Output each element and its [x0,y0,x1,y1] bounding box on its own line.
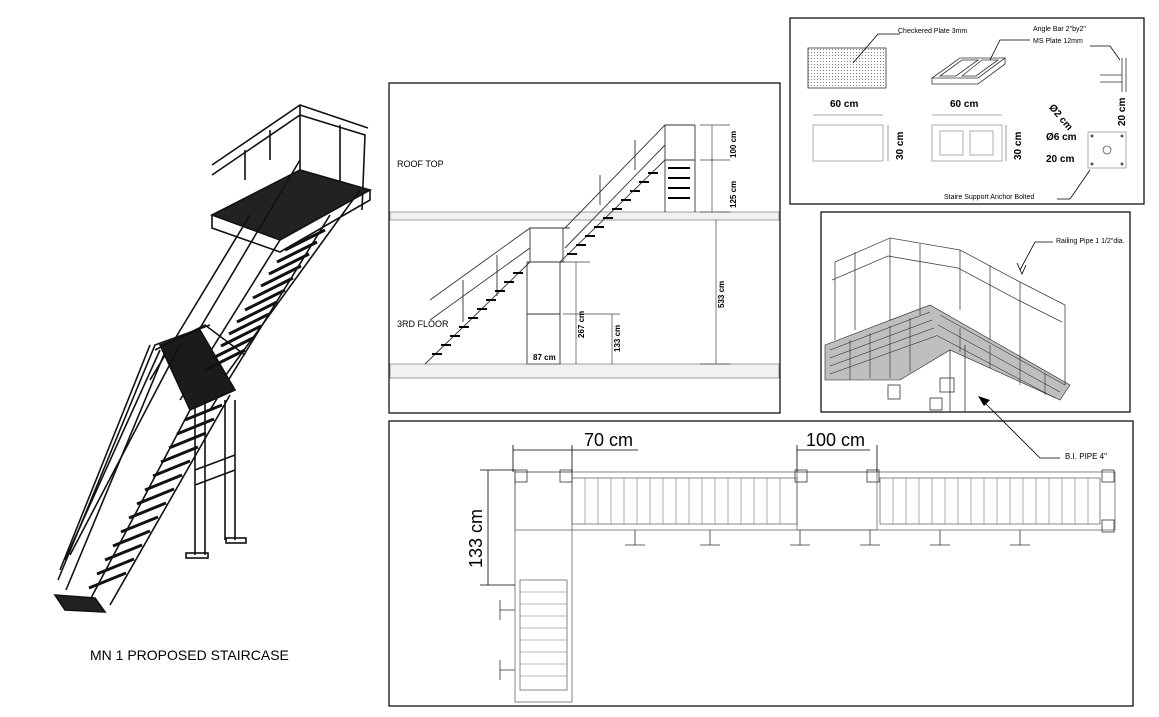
railing-label: Railing Pipe 1 1/2"dia. [1056,238,1125,245]
ms-plate-label: MS Plate 12mm [1033,38,1083,45]
iso-caption: MN 1 PROPOSED STAIRCASE [90,647,289,663]
detail-plate-w: 20 cm [1046,154,1075,165]
pipe-label: B.I. PIPE 4" [1065,452,1107,461]
level-roof-label: ROOF TOP [397,159,444,169]
detail-w2: 60 cm [950,99,979,110]
plan-dim-width: 133 cm [466,508,486,568]
plan-dim-span: 100 cm [806,430,866,450]
anchor-note: Staire Support Anchor Bolted [944,194,1035,201]
detail-w1: 60 cm [830,99,859,110]
detail-pipe-dia: Ø6 cm [1046,132,1077,143]
level-floor-label: 3RD FLOOR [397,319,449,329]
angle-bar-label: Angle Bar 2"by2" [1033,26,1086,33]
plan-dim-landing: 70 cm [584,430,634,450]
checkered-plate-label: Checkered Plate 3mm [898,28,968,35]
dim-landing-width: 87 cm [533,353,556,362]
